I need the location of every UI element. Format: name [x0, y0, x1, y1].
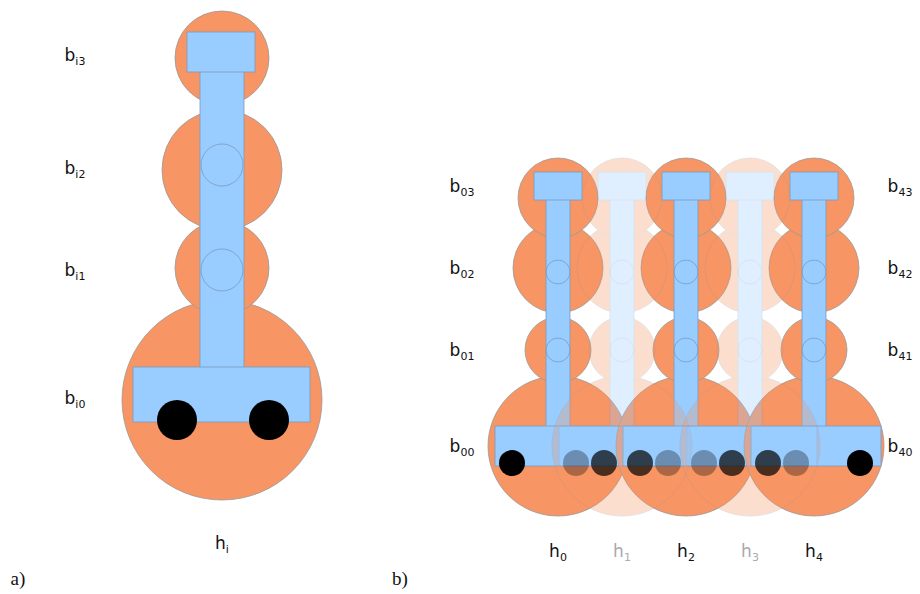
robot-row-b — [488, 158, 884, 516]
part-label: h3 — [741, 543, 759, 563]
part-label: b41 — [888, 342, 913, 362]
part-label: b00 — [450, 438, 475, 458]
part-label: bi1 — [65, 262, 86, 282]
part-label: h2 — [677, 543, 695, 563]
part-label: b03 — [450, 178, 475, 198]
panel-label: b) — [392, 569, 408, 588]
part-label: hi — [215, 535, 229, 555]
part-label: h1 — [613, 543, 631, 563]
robot-a — [122, 11, 322, 500]
part-label: b42 — [888, 260, 913, 280]
part-label: b40 — [888, 438, 913, 458]
part-label: bi2 — [65, 160, 86, 180]
part-label: b43 — [888, 178, 913, 198]
part-label: bi3 — [65, 47, 86, 67]
part-label: bi0 — [65, 390, 86, 410]
panel-label: a) — [11, 569, 26, 588]
part-label: b01 — [450, 342, 475, 362]
part-label: h4 — [805, 543, 823, 563]
part-label: h0 — [549, 543, 567, 563]
part-label: b02 — [450, 260, 475, 280]
